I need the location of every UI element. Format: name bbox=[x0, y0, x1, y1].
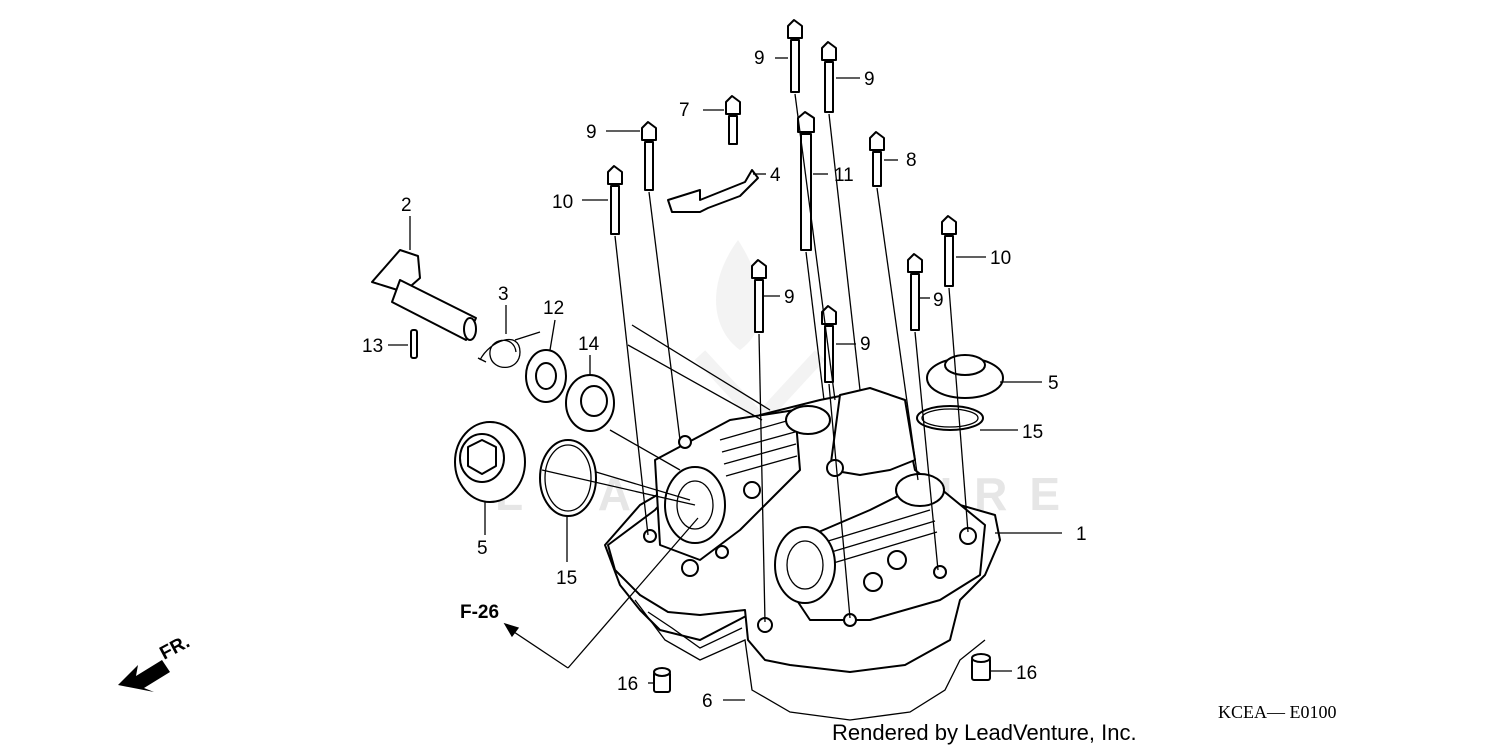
dowel-pin-16-right bbox=[971, 653, 991, 681]
callout-9-center: 9 bbox=[860, 334, 871, 355]
callout-1: 1 bbox=[1076, 524, 1087, 545]
bolt-11 bbox=[797, 111, 815, 251]
oil-seal bbox=[565, 374, 615, 432]
callout-5-left: 5 bbox=[477, 538, 488, 559]
callout-5-right: 5 bbox=[1048, 373, 1059, 394]
leader-lines bbox=[388, 57, 1062, 701]
bolt-8 bbox=[869, 131, 885, 187]
bolts bbox=[607, 19, 957, 383]
callout-16-left: 16 bbox=[617, 674, 638, 695]
callout-14: 14 bbox=[578, 334, 600, 355]
shaft bbox=[371, 249, 477, 341]
callout-8: 8 bbox=[906, 150, 917, 171]
bracket bbox=[667, 169, 759, 213]
bolt-9-top-a bbox=[787, 19, 803, 93]
callout-11: 11 bbox=[834, 165, 854, 186]
front-arrow bbox=[118, 660, 170, 692]
callout-2: 2 bbox=[401, 195, 412, 216]
o-ring-right-inner bbox=[921, 408, 979, 428]
washer bbox=[525, 349, 567, 403]
callout-9-left: 9 bbox=[586, 122, 597, 143]
callout-9-top-b: 9 bbox=[864, 69, 875, 90]
bolt-9-left bbox=[641, 121, 657, 191]
gasket-outline-inner bbox=[647, 611, 743, 649]
front-label: FR. bbox=[156, 632, 193, 665]
bolt-10-right bbox=[941, 215, 957, 287]
callout-15-right: 15 bbox=[1022, 422, 1043, 443]
callout-12: 12 bbox=[543, 298, 564, 319]
callout-9-right: 9 bbox=[933, 290, 944, 311]
gasket-outline bbox=[634, 599, 986, 721]
callout-9-top-a: 9 bbox=[754, 48, 765, 69]
bolt-9-top-b bbox=[821, 41, 837, 113]
diagram-code: KCEA— E0100 bbox=[1218, 702, 1337, 722]
callout-13: 13 bbox=[362, 336, 383, 357]
callout-10-right: 10 bbox=[990, 248, 1011, 269]
o-ring-right bbox=[916, 405, 984, 431]
bolt-7 bbox=[725, 95, 741, 145]
callout-10-left: 10 bbox=[552, 192, 573, 213]
callout-9-mid: 9 bbox=[784, 287, 795, 308]
callout-6: 6 bbox=[702, 691, 713, 712]
callout-7: 7 bbox=[679, 100, 690, 121]
callout-4: 4 bbox=[770, 165, 781, 186]
callout-15-left: 15 bbox=[556, 568, 577, 589]
plug-cap-left bbox=[454, 421, 526, 503]
callout-3: 3 bbox=[498, 284, 509, 305]
o-ring-left-inner bbox=[544, 444, 592, 512]
callout-16-right: 16 bbox=[1016, 663, 1037, 684]
bolt-9-right bbox=[907, 253, 923, 331]
plug-cap-right bbox=[926, 354, 1004, 399]
dowel-pin-16-left bbox=[653, 667, 671, 693]
bolt-10-left bbox=[607, 165, 623, 235]
spring bbox=[477, 331, 541, 368]
dowel-pin bbox=[410, 329, 418, 359]
callout-labels: 1 2 3 4 5 5 6 7 8 9 9 9 9 9 9 10 10 11 1… bbox=[362, 48, 1087, 712]
reference-f26: F-26 bbox=[460, 602, 499, 623]
bolt-9-mid bbox=[751, 259, 767, 333]
cylinder-head-cover bbox=[607, 387, 1001, 673]
o-ring-left bbox=[539, 439, 597, 517]
credit-text: Rendered by LeadVenture, Inc. bbox=[832, 720, 1137, 745]
